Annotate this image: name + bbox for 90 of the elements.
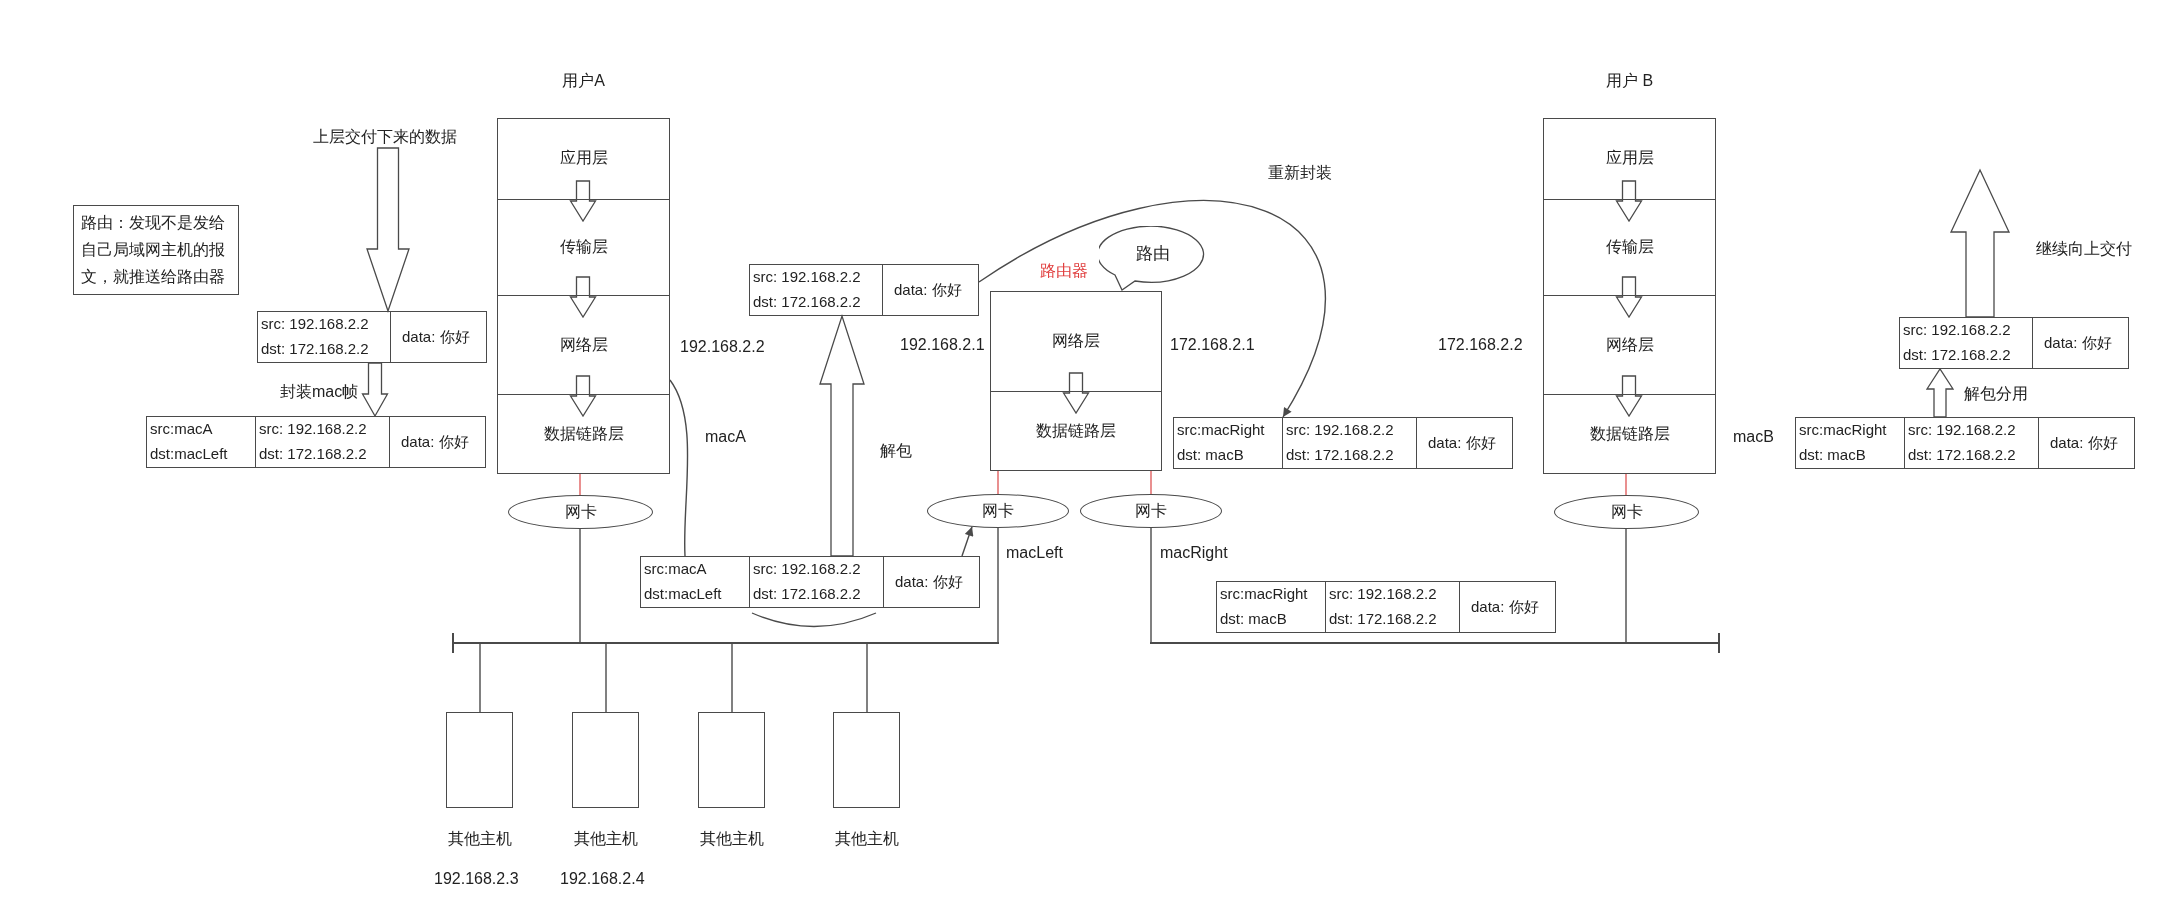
destination-address: dst: 172.168.2.2	[261, 339, 369, 359]
connector-line	[669, 379, 689, 557]
stack-title: 用户 B	[1605, 71, 1654, 91]
connector-line	[579, 473, 581, 496]
destination-address: dst: 172.168.2.2	[1903, 345, 2011, 365]
payload-text: data: 你好	[894, 280, 962, 300]
source-address: src:macRight	[1177, 420, 1265, 440]
block-arrow	[569, 375, 597, 418]
host-label: 其他主机	[448, 829, 512, 849]
protocol-layer: 应用层	[497, 118, 670, 199]
arrow	[978, 200, 1326, 418]
destination-address: dst: macB	[1799, 445, 1866, 465]
block-arrow	[569, 180, 597, 223]
connector-line	[605, 643, 607, 713]
destination-address: dst: 172.168.2.2	[1286, 445, 1394, 465]
destination-address: dst: 172.168.2.2	[259, 444, 367, 464]
block-arrow	[1615, 375, 1643, 418]
block-arrow	[1949, 168, 2011, 318]
source-address: src: 192.168.2.2	[259, 419, 367, 439]
block-arrow	[1062, 372, 1090, 415]
caption-text: 上层交付下来的数据	[313, 126, 457, 148]
stack-title: 用户A	[562, 71, 605, 91]
source-address: src: 192.168.2.2	[261, 314, 369, 334]
mac-address-label: macRight	[1160, 543, 1228, 563]
ip-address-label: 192.168.2.2	[680, 337, 765, 357]
payload-text: data: 你好	[895, 572, 963, 592]
block-arrow	[361, 362, 389, 418]
edge-label: 解包	[878, 440, 914, 462]
mac-address-label: macB	[1733, 427, 1774, 447]
ip-address-label: 192.168.2.1	[900, 335, 985, 355]
destination-address: dst:macLeft	[150, 444, 228, 464]
destination-address: dst: 172.168.2.2	[753, 292, 861, 312]
edge-label: 继续向上交付	[2034, 238, 2134, 260]
source-address: src:macA	[644, 559, 707, 579]
block-arrow	[1925, 367, 1955, 418]
connector-line	[731, 643, 733, 713]
connector-line	[1625, 528, 1627, 643]
source-address: src:macA	[150, 419, 213, 439]
block-arrow	[569, 276, 597, 319]
destination-address: dst: 172.168.2.2	[1908, 445, 2016, 465]
network-bus-line	[453, 642, 999, 644]
source-address: src: 192.168.2.2	[1903, 320, 2011, 340]
connector-line	[579, 528, 581, 643]
payload-text: data: 你好	[2050, 433, 2118, 453]
source-address: src: 192.168.2.2	[1286, 420, 1394, 440]
destination-address: dst: macB	[1177, 445, 1244, 465]
note-card: 路由：发现不是发给自己局域网主机的报文，就推送给路由器	[73, 205, 239, 295]
network-bus-line	[1150, 642, 1720, 644]
ip-address-label: 192.168.2.4	[560, 869, 645, 889]
payload-text: data: 你好	[401, 432, 469, 452]
destination-address: dst:macLeft	[644, 584, 722, 604]
mac-address-label: macLeft	[1006, 543, 1063, 563]
source-address: src: 192.168.2.2	[753, 559, 861, 579]
source-address: src:macRight	[1799, 420, 1887, 440]
destination-address: dst: 172.168.2.2	[1329, 609, 1437, 629]
arrow	[961, 526, 974, 557]
connector-line	[866, 643, 868, 713]
destination-address: dst: macB	[1220, 609, 1287, 629]
connector-line	[479, 643, 481, 713]
destination-address: dst: 172.168.2.2	[753, 584, 861, 604]
host-label: 其他主机	[574, 829, 638, 849]
protocol-layer: 网络层	[990, 291, 1162, 391]
connector-line	[997, 470, 999, 495]
connector-line	[997, 527, 999, 643]
ip-address-label: 172.168.2.1	[1170, 335, 1255, 355]
source-address: src: 192.168.2.2	[1908, 420, 2016, 440]
source-address: src:macRight	[1220, 584, 1308, 604]
router-title: 路由器	[1040, 261, 1088, 281]
block-arrow	[366, 147, 410, 314]
block-arrow	[819, 313, 865, 557]
block-arrow	[1615, 180, 1643, 223]
payload-text: data: 你好	[402, 327, 470, 347]
mac-address-label: macA	[705, 427, 746, 447]
bubble-text: 路由	[1136, 243, 1170, 265]
ip-address-label: 172.168.2.2	[1438, 335, 1523, 355]
host-label: 其他主机	[835, 829, 899, 849]
edge-label: 封装mac帧	[278, 381, 361, 403]
source-address: src: 192.168.2.2	[1329, 584, 1437, 604]
connector-line	[1625, 473, 1627, 496]
payload-text: data: 你好	[1471, 597, 1539, 617]
ip-address-label: 192.168.2.3	[434, 869, 519, 889]
edge-label: 解包分用	[1962, 383, 2030, 405]
protocol-layer: 应用层	[1543, 118, 1716, 199]
host-label: 其他主机	[700, 829, 764, 849]
payload-text: data: 你好	[1428, 433, 1496, 453]
connector-line	[1150, 527, 1152, 643]
connector-line	[1150, 470, 1152, 495]
source-address: src: 192.168.2.2	[753, 267, 861, 287]
payload-text: data: 你好	[2044, 333, 2112, 353]
block-arrow	[1615, 276, 1643, 319]
